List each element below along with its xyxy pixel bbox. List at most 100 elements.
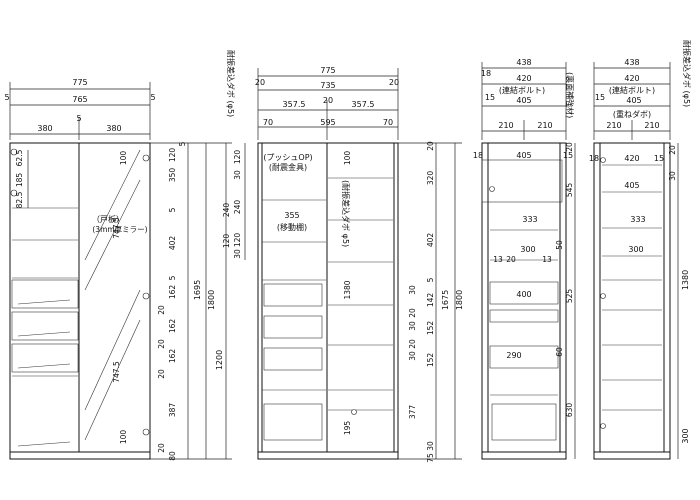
v2-shelf-label: (移動棚) bbox=[277, 222, 307, 232]
v1-h-10: 162 bbox=[168, 319, 177, 334]
v3-inner-20: 20 bbox=[506, 255, 516, 264]
v2-h-14: 75 bbox=[426, 453, 435, 463]
v1-h-13: 20 bbox=[157, 369, 166, 379]
v3-inner-290: 290 bbox=[506, 351, 521, 360]
v2-width-70-l: 70 bbox=[263, 118, 273, 127]
v1-h-5: 120 bbox=[222, 234, 231, 249]
v2-width-595: 595 bbox=[320, 118, 335, 127]
view-side-b: 438 420 15 405 210 210 (連結ボルト) (重ねダボ) 耐振… bbox=[589, 40, 692, 460]
v2-left-h-4: 120 bbox=[233, 233, 242, 248]
v3-inner-15: 15 bbox=[563, 151, 573, 160]
v1-h-total: 1800 bbox=[207, 290, 216, 310]
v3-width-210-r: 210 bbox=[537, 121, 552, 130]
v3-dim-r-2: 545 bbox=[565, 183, 574, 198]
v4-inner-333: 333 bbox=[630, 215, 645, 224]
v2-h-6: 20 bbox=[408, 308, 417, 318]
v4-dim-r-1: 20 bbox=[668, 145, 677, 155]
v4-inner-300: 300 bbox=[628, 245, 643, 254]
v3-label: (裏面補強材) bbox=[565, 72, 575, 118]
v2-dabo-label: (耐振差込ダボ φ5) bbox=[341, 180, 351, 247]
v1-h-9: 20 bbox=[157, 305, 166, 315]
v3-label2: (連結ボルト) bbox=[499, 85, 545, 95]
v1-h-15: 20 bbox=[157, 443, 166, 453]
v3-inner-400: 400 bbox=[516, 290, 531, 299]
v2-width-inner-sub: 20 bbox=[323, 96, 333, 105]
v1-h-6: 402 bbox=[168, 236, 177, 251]
v3-inner-300: 300 bbox=[520, 245, 535, 254]
v2-h-2: 402 bbox=[426, 233, 435, 248]
view-front-glass: 775 5 765 5 380 5 380 （戸板） (3mm厚 bbox=[4, 50, 236, 461]
v1-h-16: 80 bbox=[168, 451, 177, 461]
v1-h-upper: 1695 bbox=[193, 280, 202, 300]
v4-inner-15: 15 bbox=[654, 154, 664, 163]
v4-width-420: 420 bbox=[624, 74, 639, 83]
v3-dim-r-3: 50 bbox=[555, 240, 564, 250]
v1-h-4: 240 bbox=[222, 203, 231, 218]
v1-width-side-r: 5 bbox=[150, 93, 155, 102]
v3-dim-r-6: 630 bbox=[565, 403, 574, 418]
v1-h-8: 162 bbox=[168, 285, 177, 300]
v3-dim-r-4: 525 bbox=[565, 289, 574, 304]
v4-inner-420: 420 bbox=[624, 154, 639, 163]
v4-dim-r-4: 300 bbox=[681, 428, 690, 443]
v1-width-door-l: 380 bbox=[37, 124, 52, 133]
v2-width-right: 357.5 bbox=[352, 100, 375, 109]
v2-h-3: 5 bbox=[426, 277, 435, 282]
v1-h-7: 5 bbox=[168, 275, 177, 280]
v1-left-dim-3: 82.5 bbox=[15, 191, 24, 208]
v2-width-total: 775 bbox=[320, 66, 335, 75]
v3-inner-13-r: 13 bbox=[542, 255, 552, 264]
v2-h-4: 30 bbox=[408, 285, 417, 295]
v1-h-1: 120 bbox=[168, 148, 177, 163]
v3-inner-top: 405 bbox=[516, 151, 531, 160]
v1-width-door-r: 380 bbox=[106, 124, 121, 133]
v1-h-3: 5 bbox=[168, 207, 177, 212]
v2-inner-dim-1: 100 bbox=[343, 151, 352, 166]
v2-h-13: 30 bbox=[426, 441, 435, 451]
v2-push-label: (プッシュOP) bbox=[263, 153, 312, 162]
v2-shelf-width: 355 bbox=[284, 211, 299, 220]
v4-dim-r-2: 30 bbox=[668, 171, 677, 181]
v2-inner-dim-2: 1380 bbox=[343, 280, 352, 299]
v1-side-note: 耐振差込ダボ (φ5) bbox=[226, 50, 236, 117]
v1-door-dim-2: 747.5 bbox=[112, 217, 121, 239]
v4-inner-18: 18 bbox=[589, 154, 599, 163]
v2-width-side-l: 20 bbox=[255, 78, 265, 87]
v3-inner-18: 18 bbox=[473, 151, 483, 160]
v4-width-210-r: 210 bbox=[644, 121, 659, 130]
v1-width-side-l: 5 bbox=[4, 93, 9, 102]
v1-h-12: 162 bbox=[168, 349, 177, 364]
v1-h-2: 350 bbox=[168, 168, 177, 183]
v3-width-18: 18 bbox=[481, 69, 491, 78]
v2-h-0: 20 bbox=[426, 141, 435, 151]
v4-width-210-l: 210 bbox=[606, 121, 621, 130]
v2-h-7: 30 bbox=[408, 321, 417, 331]
v2-inner-dim-3: 195 bbox=[343, 421, 352, 436]
v1-left-dim-1: 62.5 bbox=[15, 149, 24, 166]
v1-width-mid: 5 bbox=[76, 114, 81, 123]
v2-hinge-label: (耐震金具) bbox=[269, 162, 307, 172]
view-front-open: 775 20 20 735 20 357.5 357.5 70 595 70 (… bbox=[233, 66, 464, 463]
v1-door-dim-3: 747.5 bbox=[112, 361, 121, 383]
v2-width-inner: 735 bbox=[320, 81, 335, 90]
v4-width-total: 438 bbox=[624, 58, 639, 67]
v2-left-h-3: 240 bbox=[233, 200, 242, 215]
v2-left-h-2: 30 bbox=[233, 170, 242, 180]
v4-dim-r-3: 1380 bbox=[681, 270, 690, 290]
v3-width-15: 15 bbox=[485, 93, 495, 102]
v3-dim-r-5: 60 bbox=[555, 347, 564, 357]
v2-h-9: 20 bbox=[408, 339, 417, 349]
v3-width-405: 405 bbox=[516, 96, 531, 105]
v2-left-h-5: 30 bbox=[233, 249, 242, 259]
v1-mirror-label: (3mm厚ミラー) bbox=[92, 225, 147, 234]
v2-h-10: 30 bbox=[408, 351, 417, 361]
v2-left-h-1: 120 bbox=[233, 150, 242, 165]
v3-width-420: 420 bbox=[516, 74, 531, 83]
v1-door-label: （戸板） bbox=[92, 214, 124, 224]
v3-dim-r-1: 20 bbox=[565, 142, 574, 152]
v3-inner-13-l: 13 bbox=[493, 255, 503, 264]
v4-width-15: 15 bbox=[595, 93, 605, 102]
v3-width-210-l: 210 bbox=[498, 121, 513, 130]
v3-inner-333: 333 bbox=[522, 215, 537, 224]
